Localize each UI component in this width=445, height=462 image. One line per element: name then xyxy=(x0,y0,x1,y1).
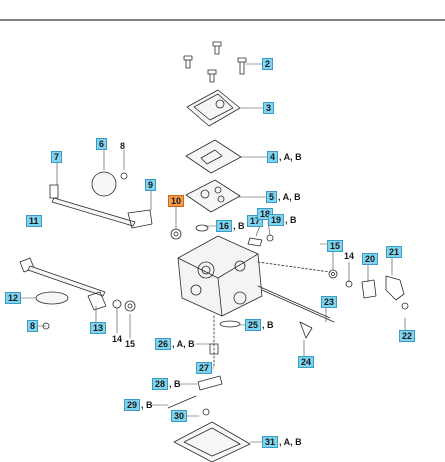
choke-shaft xyxy=(19,257,136,330)
callout-2: 2 xyxy=(262,58,274,70)
callout-16: 16, B xyxy=(216,220,245,232)
right-side-parts xyxy=(257,261,409,339)
pump-cover xyxy=(173,421,251,462)
callout-28: 28, B xyxy=(152,378,181,390)
top-screws xyxy=(183,41,247,83)
callout-15-left: 15 xyxy=(125,339,136,349)
callout-20: 20 xyxy=(362,253,379,265)
callout-22: 22 xyxy=(399,330,416,342)
callout-11: 11 xyxy=(26,215,43,227)
needle-lever-parts xyxy=(167,315,241,416)
throttle-shaft xyxy=(49,171,153,229)
callout-10-highlighted: 10 xyxy=(168,195,185,207)
callout-9: 9 xyxy=(145,179,157,191)
diaphragm-cover xyxy=(186,89,241,127)
callout-12: 12 xyxy=(5,292,22,304)
callout-19: 19, B xyxy=(268,214,297,226)
callout-14-right: 14 xyxy=(344,251,355,261)
seal-ring xyxy=(170,224,209,240)
callout-27: 27 xyxy=(196,362,213,374)
carburetor-body xyxy=(177,235,263,317)
callout-29: 29, B xyxy=(124,399,153,411)
callout-13: 13 xyxy=(90,322,107,334)
adjustment-needles xyxy=(247,234,274,247)
callout-6: 6 xyxy=(96,138,108,150)
callout-25: 25, B xyxy=(245,319,274,331)
callout-4: 4, A, B xyxy=(267,151,302,163)
callout-23: 23 xyxy=(321,296,338,308)
diaphragm-gasket xyxy=(185,139,242,213)
callout-31: 31, A, B xyxy=(262,436,302,448)
callout-5: 5, A, B xyxy=(266,191,301,203)
callout-30: 30 xyxy=(171,410,188,422)
callout-26: 26, A, B xyxy=(155,338,195,350)
callout-21: 21 xyxy=(386,246,403,258)
callout-8-lower: 8 xyxy=(27,320,39,332)
callout-24: 24 xyxy=(298,356,315,368)
callout-15-right: 15 xyxy=(327,240,344,252)
callout-7: 7 xyxy=(51,151,63,163)
callout-14-left: 14 xyxy=(112,334,123,344)
callout-8-upper: 8 xyxy=(120,141,126,151)
callout-3: 3 xyxy=(263,102,275,114)
